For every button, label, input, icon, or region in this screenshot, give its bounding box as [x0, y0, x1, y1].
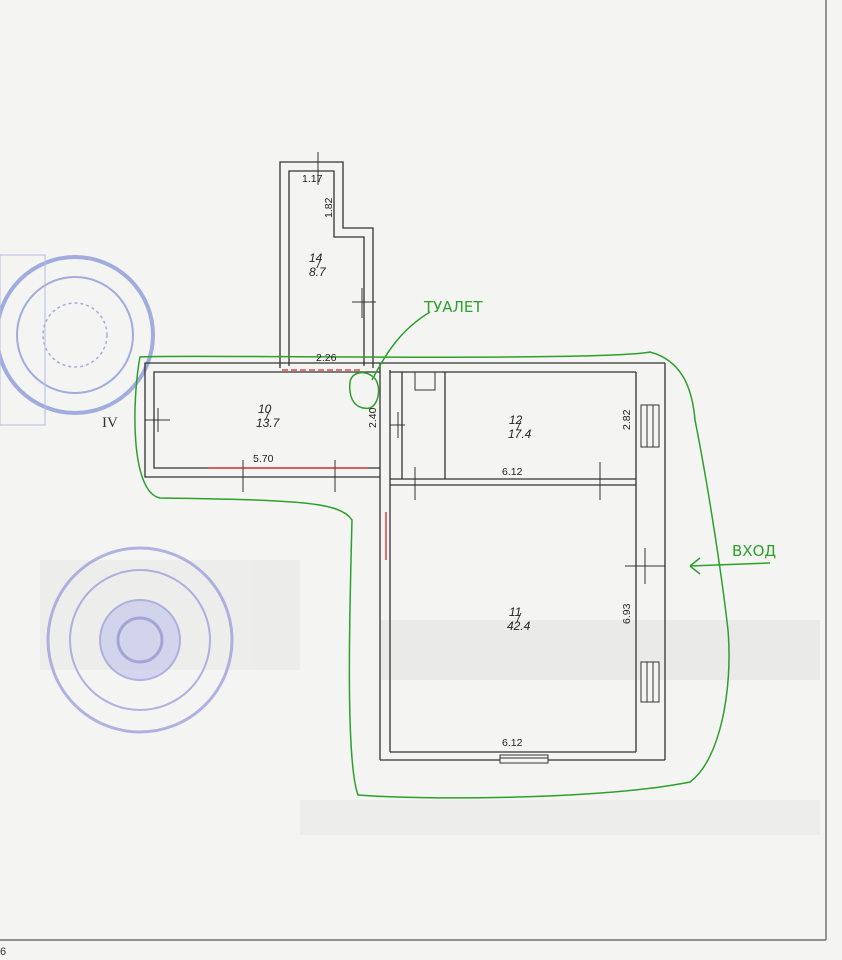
toilet-circle [349, 371, 380, 410]
window-bottom [499, 754, 549, 764]
room-14-area: 8.7 [309, 265, 327, 279]
dim-1-17: 1.17 [302, 173, 323, 185]
toilet-leader [371, 311, 431, 381]
room-12-area: 17.4 [508, 427, 532, 441]
upper-stamp [0, 254, 155, 426]
room-14-number: 14 [309, 251, 323, 265]
room-11-divider: / [516, 611, 522, 625]
section-mark: IV [102, 415, 118, 431]
room-11-label: 11 / 42.4 [507, 605, 531, 633]
small-fixture-room-12 [414, 371, 436, 391]
room-10-area: 13.7 [256, 416, 281, 430]
lower-stamp [46, 546, 234, 734]
dim-5-70: 5.70 [253, 453, 274, 465]
room-12-label: 12 / 17.4 [508, 413, 532, 441]
entrance-arrow [689, 557, 771, 575]
dim-6-12-bottom: 6.12 [502, 737, 523, 749]
dim-6-93: 6.93 [621, 603, 633, 624]
room-11-number: 11 [509, 605, 521, 619]
toilet-label: ТУАЛЕТ [423, 298, 483, 316]
dim-6-12-top: 6.12 [502, 466, 523, 478]
walls [144, 161, 666, 761]
wall-room-14-inner [288, 170, 365, 366]
door-marks [145, 152, 665, 584]
entrance-label: ВХОД [732, 542, 776, 560]
room-11-area: 42.4 [507, 619, 531, 633]
wall-room-14-outer [279, 161, 374, 368]
window-right-upper [640, 404, 660, 448]
dim-2-82: 2.82 [621, 409, 633, 430]
room-10-number: 10 [258, 402, 272, 416]
windows [414, 371, 660, 764]
premises-outline [134, 351, 730, 799]
dim-2-26: 2.26 [316, 352, 337, 364]
room-12-divider: / [516, 419, 522, 433]
room-10-divider: / [265, 408, 271, 422]
page-number: 6 [0, 946, 6, 958]
room-14-label: 14 / 8.7 [309, 251, 327, 279]
window-right-lower [640, 661, 660, 703]
dim-2-40: 2.40 [367, 407, 379, 428]
red-markers [208, 369, 387, 560]
room-10-label: 10 / 13.7 [256, 402, 281, 430]
green-outline [134, 311, 771, 799]
dim-1-82: 1.82 [323, 197, 335, 218]
room-12-number: 12 [509, 413, 523, 427]
room-14-divider: / [316, 257, 322, 271]
scan-ghosting [40, 560, 820, 835]
